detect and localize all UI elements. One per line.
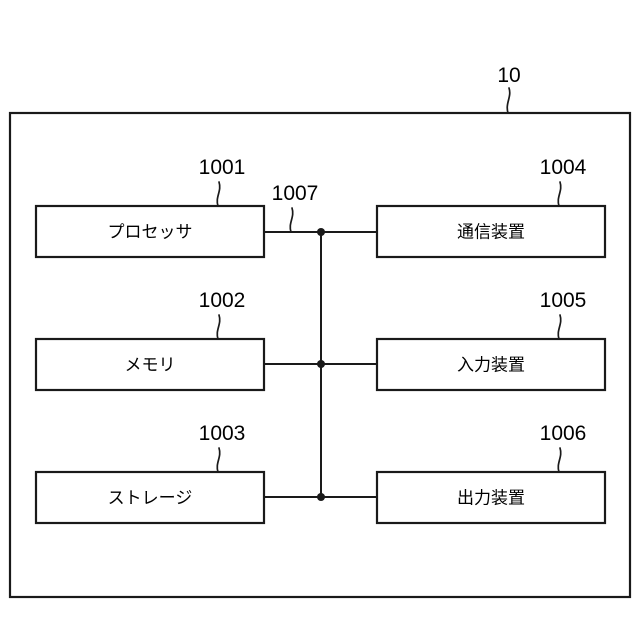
leader-line-memory [216,314,221,340]
block-memory-label: メモリ [125,355,176,374]
leader-line-storage [216,447,221,473]
leader-line-bus [289,207,294,233]
block-memory-box [34,337,266,392]
leader-line-output-device [557,447,562,473]
block-processor-label: プロセッサ [108,222,193,241]
ref-number-bus: 1007 [272,182,319,205]
ref-number-processor: 1001 [199,156,246,179]
leader-line-system [506,87,511,114]
block-processor-box [34,204,266,259]
ref-number-communication-device: 1004 [540,156,587,179]
block-memory: メモリ 1002 [34,289,266,392]
bus-junction-dot-row1 [317,228,325,236]
block-input-device: 入力装置 1005 [375,289,607,392]
block-communication-device-box [375,204,607,259]
block-input-device-box [375,337,607,392]
leader-line-input-device [557,314,562,340]
ref-number-input-device: 1005 [540,289,587,312]
block-storage: ストレージ 1003 [34,422,266,525]
block-processor: プロセッサ 1001 [34,156,266,259]
ref-number-system: 10 [497,64,520,87]
block-storage-label: ストレージ [108,488,193,507]
bus-junction-dot-row3 [317,493,325,501]
ref-number-storage: 1003 [199,422,246,445]
block-communication-device-label: 通信装置 [457,222,525,241]
block-storage-box [34,470,266,525]
block-communication-device: 通信装置 1004 [375,156,607,259]
bus-junction-dot-row2 [317,360,325,368]
leader-line-communication-device [557,181,562,207]
block-input-device-label: 入力装置 [457,355,525,374]
ref-number-output-device: 1006 [540,422,587,445]
block-output-device-box [375,470,607,525]
block-output-device: 出力装置 1006 [375,422,607,525]
leader-line-processor [216,181,221,207]
ref-number-memory: 1002 [199,289,246,312]
block-output-device-label: 出力装置 [457,488,525,507]
